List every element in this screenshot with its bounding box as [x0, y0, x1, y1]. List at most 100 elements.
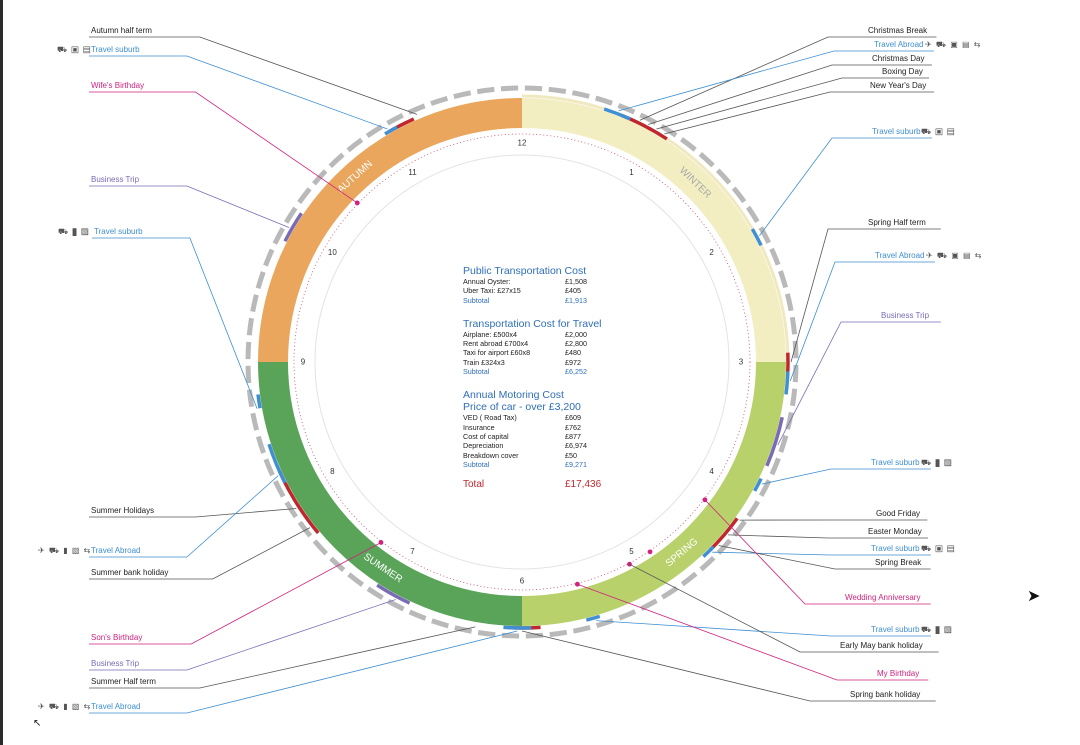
travel-suburb-band	[702, 545, 715, 558]
event-label: Christmas Break	[868, 26, 928, 35]
event-marker	[647, 549, 653, 555]
cost-value: £6,974	[565, 441, 587, 451]
event-label: Christmas Day	[872, 54, 925, 63]
week-dash	[715, 168, 732, 185]
leader-line	[718, 545, 931, 570]
cost-value: £609	[565, 413, 581, 423]
week-dash	[549, 629, 568, 638]
week-dash	[501, 632, 520, 639]
leader-line	[664, 91, 935, 135]
event-label: Travel suburb	[94, 227, 143, 236]
text-cursor-icon: ↖	[33, 718, 42, 729]
week-dash	[769, 457, 781, 476]
total-value: £17,436	[565, 479, 602, 491]
leader-line	[89, 475, 279, 558]
event-label: Travel Abroad	[874, 40, 924, 49]
event-ring-winter	[521, 94, 790, 363]
transport-icons: ✈ ⛟ ▮ ▧ ⇆	[38, 702, 92, 711]
week-dash	[746, 500, 760, 518]
cost-label: Uber Taxi: £27x15	[463, 286, 521, 296]
week-dash	[250, 412, 260, 431]
week-dash	[263, 248, 275, 267]
leader-line	[89, 36, 418, 115]
week-dash	[525, 632, 544, 639]
travel-suburb-band	[753, 477, 763, 492]
cost-row: Airplane: £500x4£2,000	[463, 330, 623, 339]
week-dash	[407, 103, 426, 115]
total-label: Total	[463, 479, 485, 491]
week-dash	[250, 294, 259, 313]
cost-summary: Public Transportation Cost Annual Oyster…	[463, 261, 623, 493]
cost-value: £972	[565, 357, 581, 367]
week-dash	[297, 520, 313, 538]
week-dash	[255, 435, 266, 454]
cost-row: VED ( Road Tax)£609	[463, 413, 623, 422]
subtotal-value: £1,913	[565, 295, 587, 305]
event-label: Easter Monday	[868, 527, 922, 536]
cost-label: Annual Oyster:	[463, 277, 511, 286]
event-label: Good Friday	[876, 509, 921, 518]
business-trip-band	[376, 583, 411, 605]
event-label: Travel suburb	[91, 45, 140, 54]
week-dash	[312, 539, 329, 556]
leader-line	[89, 626, 476, 689]
week-dash	[758, 479, 772, 497]
cost-row: Train £324x3 £972	[463, 358, 623, 367]
event-label: Summer Holidays	[91, 506, 155, 515]
week-dash	[366, 586, 384, 600]
cost-label: Cost of capital	[463, 431, 509, 441]
business-trip-band	[283, 212, 303, 243]
cost-value: £2,000	[565, 329, 587, 339]
window-edge	[0, 0, 3, 745]
week-dash	[792, 340, 799, 359]
week-dash	[500, 85, 519, 92]
week-dash	[731, 186, 747, 204]
month-number: 5	[629, 547, 634, 556]
leader-line	[521, 630, 936, 702]
cost-value: £877	[565, 431, 581, 441]
public-transport-title: Public Transportation Cost	[463, 265, 587, 277]
week-dash	[640, 598, 658, 611]
subtotal-value: £9,271	[565, 459, 587, 469]
week-dash	[273, 480, 286, 498]
event-label: Early May bank holiday	[840, 641, 923, 650]
cost-label: Breakdown cover	[463, 450, 519, 460]
inner-disc	[314, 154, 730, 570]
month-number: 11	[408, 168, 417, 177]
leader-line	[89, 527, 311, 580]
cost-label: Train £324x3	[463, 357, 505, 367]
event-label: My Birthday	[877, 669, 920, 678]
subtotal-value: £6,252	[565, 367, 587, 377]
transport-icons: ✈ ⛟ ▮ ▧ ⇆	[38, 546, 92, 555]
leader-line	[92, 237, 258, 409]
event-label: Travel Abroad	[91, 546, 141, 555]
week-dash	[245, 365, 252, 384]
event-label: New Year's Day	[870, 81, 927, 90]
month-number: 4	[709, 467, 714, 476]
week-dash	[778, 435, 789, 453]
week-dash	[477, 630, 496, 638]
cost-value: £405	[565, 286, 581, 296]
travel-suburb-band	[750, 228, 763, 247]
week-dash	[778, 270, 789, 289]
week-dash	[680, 571, 698, 587]
week-dash	[548, 86, 567, 94]
week-dash	[699, 555, 716, 572]
leader-line	[618, 50, 934, 112]
cost-value: £2,800	[565, 339, 587, 349]
cost-value: £762	[565, 422, 581, 432]
event-label: Autumn half term	[91, 26, 152, 35]
week-dash	[661, 586, 679, 600]
mouse-pointer-icon: ➤	[1027, 588, 1041, 605]
week-dash	[784, 293, 794, 312]
month-number: 10	[328, 248, 337, 257]
week-dash	[476, 86, 495, 95]
week-dash	[789, 316, 798, 335]
event-label: Travel suburb	[871, 625, 920, 634]
cost-label: Taxi for airport £60x8	[463, 348, 531, 358]
leader-line	[89, 542, 382, 645]
